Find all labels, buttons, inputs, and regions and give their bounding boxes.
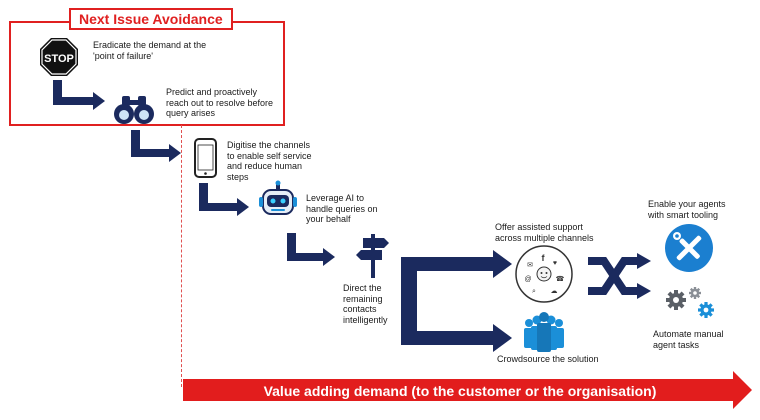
- predict-label: Predict and proactively reach out to res…: [166, 87, 274, 118]
- flow-arrow-4: [287, 233, 335, 266]
- fork-arrows: [401, 250, 512, 352]
- robot-icon: [259, 180, 297, 215]
- flow-arrow-3: [199, 183, 249, 216]
- gears-icon: [666, 287, 714, 318]
- stop-sign-text: STOP: [44, 53, 74, 65]
- svg-text:@: @: [524, 276, 531, 283]
- automate-label: Automate manual agent tasks: [653, 329, 724, 350]
- smartphone-icon: [194, 138, 217, 178]
- eradicate-label: Eradicate the demand at the 'point of fa…: [93, 40, 207, 61]
- crowd-icon: [524, 312, 564, 352]
- svg-text:✉: ✉: [527, 262, 533, 269]
- direct-label: Direct the remaining contacts intelligen…: [343, 283, 388, 325]
- digitise-label: Digitise the channels to enable self ser…: [227, 140, 312, 182]
- crowdsource-label: Crowdsource the solution: [497, 354, 599, 364]
- binoculars-icon: [114, 96, 154, 124]
- tools-icon: [665, 224, 713, 272]
- flow-arrow-2: [131, 130, 181, 162]
- svg-text:⌕: ⌕: [532, 288, 536, 295]
- stop-sign-icon: STOP: [40, 38, 78, 76]
- enable-agents-label: Enable your agents with smart tooling: [648, 199, 726, 220]
- value-banner-text: Value adding demand (to the customer or …: [263, 383, 657, 399]
- shuffle-icon: [588, 253, 651, 299]
- svg-text:♥: ♥: [553, 260, 557, 267]
- leverage-ai-label: Leverage AI to handle queries on your be…: [306, 193, 378, 224]
- svg-text:☎: ☎: [556, 275, 565, 283]
- assisted-label: Offer assisted support across multiple c…: [495, 222, 594, 243]
- value-banner-arrow: [183, 371, 752, 409]
- next-issue-avoidance-title: Next Issue Avoidance: [69, 8, 233, 30]
- svg-text:f: f: [542, 253, 546, 263]
- signpost-icon: [356, 234, 389, 278]
- dashed-divider: [181, 125, 182, 387]
- flow-arrow-1: [53, 80, 105, 110]
- svg-text:☁: ☁: [551, 288, 558, 295]
- social-channels-icon: f ♥ ✉ @ ☎ ⌕ ☁: [515, 245, 573, 303]
